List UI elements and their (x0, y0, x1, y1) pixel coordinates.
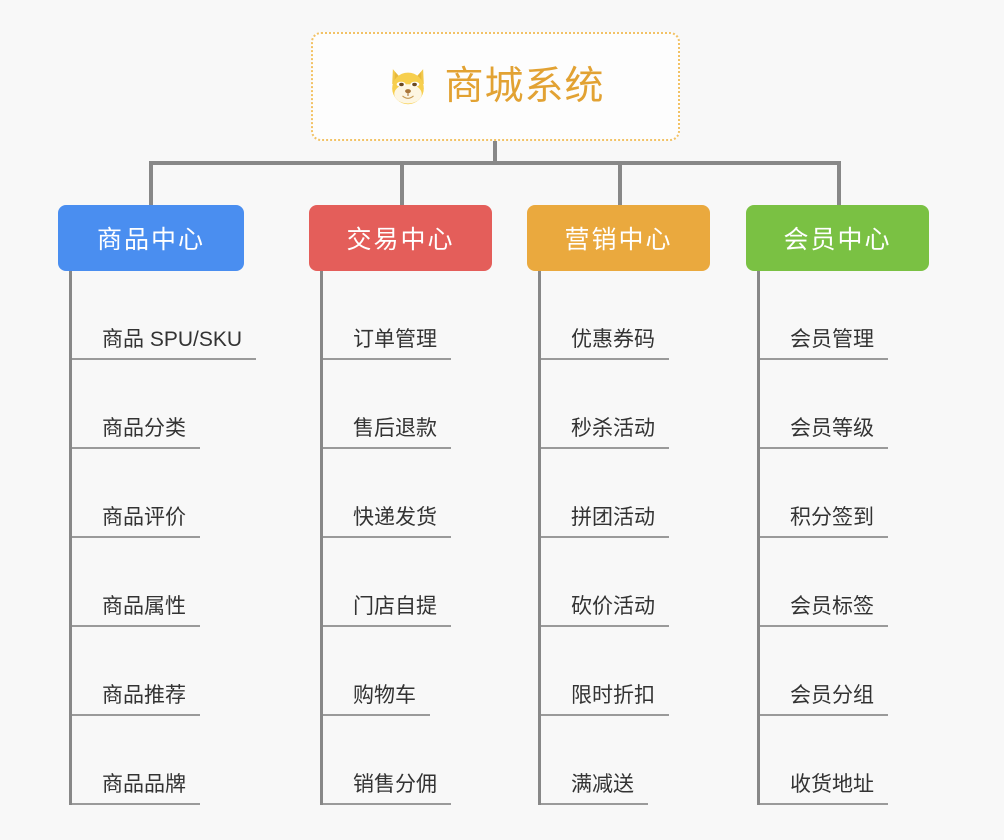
list-item[interactable]: 积分签到 (760, 449, 946, 538)
list-item[interactable]: 订单管理 (323, 271, 509, 360)
leaf-label: 商品品牌 (72, 773, 200, 805)
list-item[interactable]: 拼团活动 (541, 449, 727, 538)
leaf-label: 商品分类 (72, 417, 200, 449)
list-item[interactable]: 商品 SPU/SKU (72, 271, 288, 360)
leaf-label: 商品评价 (72, 506, 200, 538)
connector-drop-trade-center (400, 161, 404, 207)
leaf-label: 商品推荐 (72, 684, 200, 716)
leaf-label: 门店自提 (323, 595, 451, 627)
column-member-center: 会员中心 会员管理 会员等级 积分签到 会员标签 会员分组 收货地址 (746, 205, 946, 805)
leaf-label: 满减送 (541, 773, 648, 805)
list-item[interactable]: 会员管理 (760, 271, 946, 360)
leaf-list-member-center: 会员管理 会员等级 积分签到 会员标签 会员分组 收货地址 (757, 271, 946, 805)
list-item[interactable]: 门店自提 (323, 538, 509, 627)
category-marketing-center[interactable]: 营销中心 (527, 205, 710, 271)
connector-drop-marketing-center (618, 161, 622, 207)
leaf-list-trade-center: 订单管理 售后退款 快递发货 门店自提 购物车 销售分佣 (320, 271, 509, 805)
leaf-label: 销售分佣 (323, 773, 451, 805)
leaf-label: 订单管理 (323, 328, 451, 360)
list-item[interactable]: 商品分类 (72, 360, 288, 449)
leaf-label: 会员标签 (760, 595, 888, 627)
root-title: 商城系统 (444, 65, 605, 108)
connector-horizontal-bus (149, 161, 840, 165)
leaf-label: 优惠券码 (541, 328, 669, 360)
category-product-center[interactable]: 商品中心 (58, 205, 244, 271)
list-item[interactable]: 商品品牌 (72, 716, 288, 805)
list-item[interactable]: 快递发货 (323, 449, 509, 538)
leaf-label: 售后退款 (323, 417, 451, 449)
leaf-label: 商品 SPU/SKU (72, 328, 257, 360)
list-item[interactable]: 会员分组 (760, 627, 946, 716)
leaf-label: 商品属性 (72, 595, 200, 627)
leaf-label: 会员管理 (760, 328, 888, 360)
list-item[interactable]: 售后退款 (323, 360, 509, 449)
column-trade-center: 交易中心 订单管理 售后退款 快递发货 门店自提 购物车 销售分佣 (309, 205, 509, 805)
leaf-label: 秒杀活动 (541, 417, 669, 449)
leaf-label: 快递发货 (323, 506, 451, 538)
list-item[interactable]: 满减送 (541, 716, 727, 805)
list-item[interactable]: 商品评价 (72, 449, 288, 538)
leaf-label: 会员等级 (760, 417, 888, 449)
category-member-center[interactable]: 会员中心 (746, 205, 929, 271)
leaf-label: 会员分组 (760, 684, 888, 716)
shiba-dog-face-icon (386, 65, 430, 109)
connector-drop-product-center (149, 161, 153, 207)
leaf-label: 积分签到 (760, 506, 888, 538)
list-item[interactable]: 秒杀活动 (541, 360, 727, 449)
list-item[interactable]: 优惠券码 (541, 271, 727, 360)
leaf-list-product-center: 商品 SPU/SKU 商品分类 商品评价 商品属性 商品推荐 商品品牌 (69, 271, 288, 805)
leaf-label: 拼团活动 (541, 506, 669, 538)
leaf-label: 砍价活动 (541, 595, 669, 627)
leaf-label: 限时折扣 (541, 684, 669, 716)
list-item[interactable]: 商品属性 (72, 538, 288, 627)
list-item[interactable]: 购物车 (323, 627, 509, 716)
list-item[interactable]: 销售分佣 (323, 716, 509, 805)
list-item[interactable]: 砍价活动 (541, 538, 727, 627)
leaf-list-marketing-center: 优惠券码 秒杀活动 拼团活动 砍价活动 限时折扣 满减送 (538, 271, 727, 805)
category-trade-center[interactable]: 交易中心 (309, 205, 492, 271)
list-item[interactable]: 会员标签 (760, 538, 946, 627)
column-product-center: 商品中心 商品 SPU/SKU 商品分类 商品评价 商品属性 商品推荐 商品品牌 (58, 205, 288, 805)
root-node[interactable]: 商城系统 (311, 32, 680, 141)
connector-drop-member-center (837, 161, 841, 207)
leaf-label: 购物车 (323, 684, 430, 716)
list-item[interactable]: 会员等级 (760, 360, 946, 449)
list-item[interactable]: 收货地址 (760, 716, 946, 805)
leaf-label: 收货地址 (760, 773, 888, 805)
column-marketing-center: 营销中心 优惠券码 秒杀活动 拼团活动 砍价活动 限时折扣 满减送 (527, 205, 727, 805)
list-item[interactable]: 商品推荐 (72, 627, 288, 716)
list-item[interactable]: 限时折扣 (541, 627, 727, 716)
connector-root-stem (493, 141, 497, 164)
